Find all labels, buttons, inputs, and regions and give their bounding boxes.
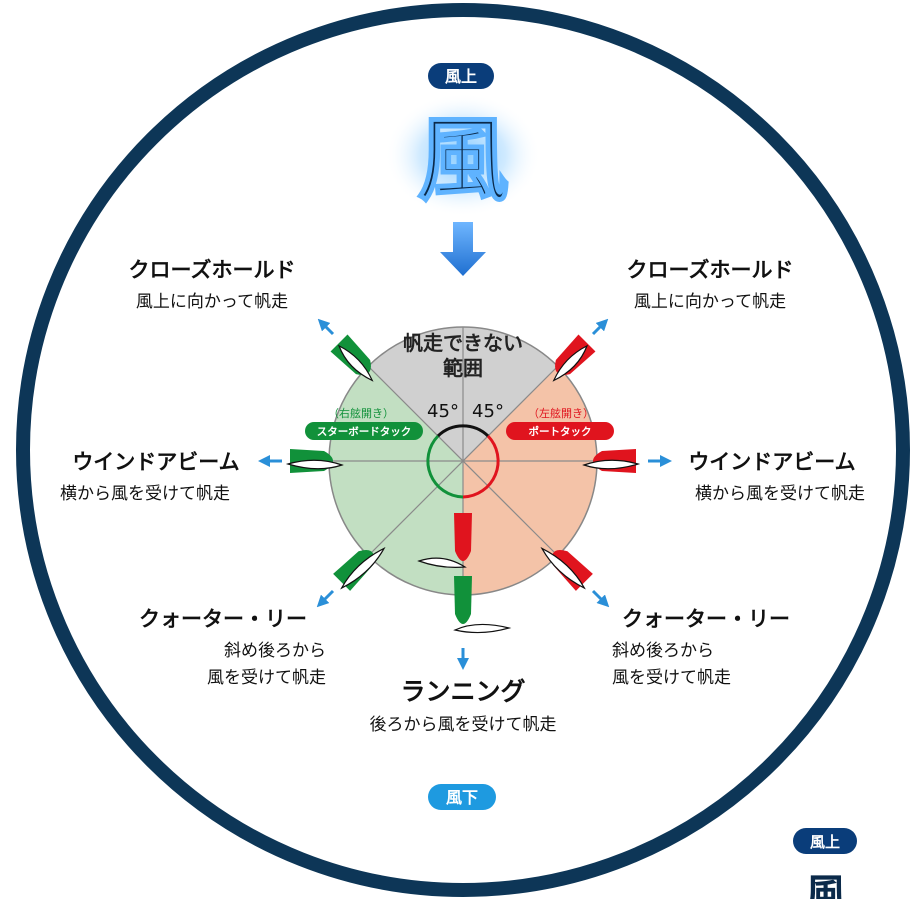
angle-right-label: 45° bbox=[472, 401, 504, 422]
beam-reach-right-desc: 横から風を受けて帆走 bbox=[695, 484, 865, 504]
close-hauled-right-desc: 風上に向かって帆走 bbox=[634, 292, 786, 312]
running-title: ランニング bbox=[400, 677, 525, 706]
boat-close-hauled-right bbox=[552, 334, 596, 382]
starboard-note: （右舷開き） bbox=[328, 406, 394, 420]
boat-broad-reach-right bbox=[540, 547, 593, 591]
boat-beam-reach-right bbox=[582, 449, 641, 473]
port-tack-label: ポートタック bbox=[529, 425, 592, 438]
arrow-broad-reach-right bbox=[591, 589, 610, 608]
beam-reach-right-title: ウインドアビーム bbox=[688, 450, 855, 474]
corner-upwind-badge-text: 風上 bbox=[810, 833, 840, 851]
arrow-close-hauled-left bbox=[317, 318, 335, 336]
boat-broad-reach-left bbox=[333, 547, 386, 591]
downwind-badge-text: 風下 bbox=[446, 788, 478, 807]
port-angle-arc bbox=[462, 434, 500, 499]
broad-reach-left-title: クォーター・リー bbox=[139, 607, 307, 631]
corner-wind-kanji: 風 bbox=[805, 870, 847, 899]
upwind-badge-text: 風上 bbox=[445, 67, 477, 86]
boat-close-hauled-left bbox=[330, 334, 374, 382]
starboard-angle-arc bbox=[426, 434, 464, 499]
wind-kanji: 風 bbox=[417, 107, 509, 214]
boat-beam-reach-left bbox=[285, 449, 344, 473]
port-note: （左舷開き） bbox=[528, 406, 594, 420]
beam-reach-left-desc: 横から風を受けて帆走 bbox=[60, 484, 230, 504]
no-go-label-line1: 帆走できない bbox=[403, 331, 523, 355]
broad-reach-right-title: クォーター・リー bbox=[622, 607, 790, 631]
boat-running-port bbox=[417, 513, 472, 568]
no-go-label-line2: 範囲 bbox=[443, 356, 483, 380]
no-go-angle-arc bbox=[436, 424, 490, 438]
broad-reach-right-desc-2: 風を受けて帆走 bbox=[612, 668, 731, 688]
arrow-close-hauled-right bbox=[591, 318, 609, 336]
broad-reach-left-desc-1: 斜め後ろから bbox=[224, 641, 326, 661]
wind-symbol: 風 bbox=[385, 93, 541, 217]
broad-reach-left-desc-2: 風を受けて帆走 bbox=[207, 668, 326, 688]
starboard-tack-badge: スターボードタック bbox=[305, 422, 423, 440]
broad-reach-right-desc-1: 斜め後ろから bbox=[612, 641, 714, 661]
angle-left-label: 45° bbox=[427, 401, 459, 422]
upwind-badge: 風上 bbox=[428, 63, 494, 89]
corner-upwind-badge: 風上 bbox=[793, 828, 857, 854]
port-tack-badge: ポートタック bbox=[506, 422, 614, 440]
wind-direction-arrow bbox=[440, 222, 486, 276]
close-hauled-right-title: クローズホールド bbox=[627, 258, 794, 282]
heading-arrows bbox=[258, 318, 672, 670]
running-desc: 後ろから風を受けて帆走 bbox=[370, 715, 557, 735]
boat-running-starboard bbox=[453, 576, 512, 634]
close-hauled-left-title: クローズホールド bbox=[129, 258, 296, 282]
downwind-badge: 風下 bbox=[428, 784, 496, 810]
beam-reach-left-title: ウインドアビーム bbox=[72, 450, 239, 474]
arrow-broad-reach-left bbox=[316, 589, 335, 608]
starboard-tack-label: スターボードタック bbox=[317, 425, 412, 438]
close-hauled-left-desc: 風上に向かって帆走 bbox=[136, 292, 288, 312]
